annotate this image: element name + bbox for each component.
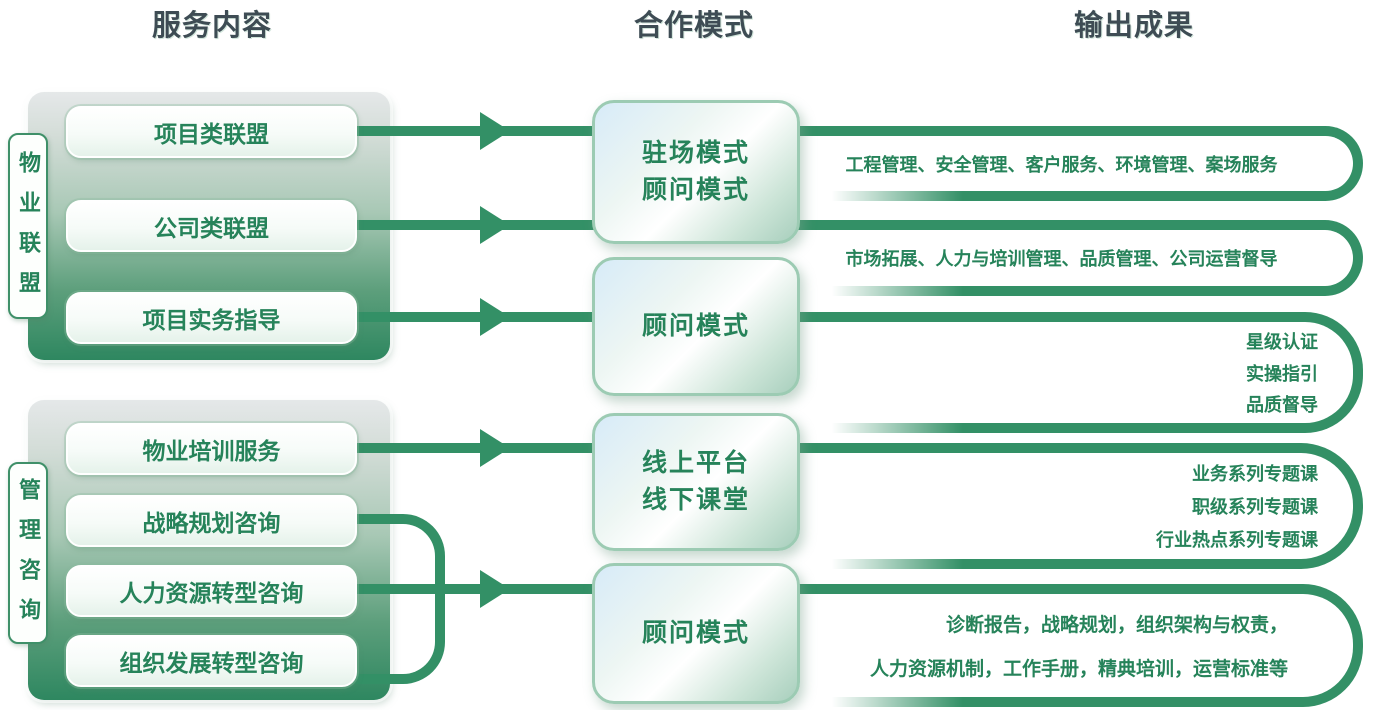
output-line: 职级系列专题课	[1192, 497, 1318, 517]
output-line: 实操指引	[1246, 363, 1318, 384]
line-fade	[788, 557, 963, 571]
output-text: 市场拓展、人力与培训管理、品质管理、公司运营督导	[790, 230, 1353, 286]
output-text: 工程管理、安全管理、客户服务、环境管理、案场服务	[790, 136, 1353, 191]
output-text: 诊断报告，战略规划，组织架构与权责， 人力资源机制，工作手册，精典培训，运营标准…	[790, 594, 1353, 697]
mode-box-advisor-1: 顾问模式	[592, 257, 800, 396]
output-text: 星级认证 实操指引 品质督导	[790, 322, 1353, 423]
mode-line: 驻场模式	[641, 139, 750, 167]
service-item-org-development: 组织发展转型咨询	[66, 635, 357, 687]
group-label-text: 物业联盟	[16, 150, 41, 311]
column-header-service: 服务内容	[151, 10, 272, 42]
connector-line	[350, 443, 600, 453]
group-label-management-consulting: 管理咨询	[8, 462, 48, 644]
group-label-text: 管理咨询	[16, 477, 41, 638]
mode-line: 线上平台	[641, 449, 750, 477]
output-bracket-4: 业务系列专题课 职级系列专题课 行业热点系列专题课	[790, 443, 1363, 569]
output-bracket-1: 工程管理、安全管理、客户服务、环境管理、案场服务	[790, 126, 1363, 201]
arrow-right-icon	[480, 112, 510, 150]
service-item-project-practice-guidance: 项目实务指导	[66, 292, 357, 344]
output-line: 市场拓展、人力与培训管理、品质管理、公司运营督导	[845, 249, 1278, 269]
output-line: 业务系列专题课	[1192, 464, 1318, 484]
merge-bracket	[350, 514, 445, 684]
output-line: 人力资源机制，工作手册，精典培训，运营标准等	[869, 658, 1288, 680]
mode-box-onsite-advisor: 驻场模式 顾问模式	[592, 100, 800, 244]
service-item-property-training: 物业培训服务	[66, 423, 357, 475]
output-bracket-5: 诊断报告，战略规划，组织架构与权责， 人力资源机制，工作手册，精典培训，运营标准…	[790, 584, 1363, 707]
line-fade	[788, 284, 963, 298]
line-fade	[788, 189, 963, 203]
mode-line: 顾问模式	[641, 312, 750, 340]
arrow-right-icon	[480, 429, 510, 467]
group-label-property-alliance: 物业联盟	[8, 133, 48, 319]
connector-line	[350, 584, 600, 594]
mode-line: 顾问模式	[641, 176, 750, 204]
output-line: 诊断报告，战略规划，组织架构与权责，	[945, 615, 1288, 637]
output-line: 品质督导	[1246, 395, 1318, 416]
output-line: 工程管理、安全管理、客户服务、环境管理、案场服务	[845, 154, 1278, 175]
mode-line: 线下课堂	[641, 486, 750, 514]
output-bracket-2: 市场拓展、人力与培训管理、品质管理、公司运营督导	[790, 220, 1363, 296]
column-header-mode: 合作模式	[633, 10, 754, 42]
service-item-project-alliance: 项目类联盟	[66, 106, 357, 158]
arrow-right-icon	[480, 206, 510, 244]
arrow-right-icon	[480, 298, 510, 336]
line-fade	[788, 695, 963, 709]
service-item-strategy-planning: 战略规划咨询	[66, 495, 357, 547]
arrow-right-icon	[480, 570, 510, 608]
output-text: 业务系列专题课 职级系列专题课 行业热点系列专题课	[790, 453, 1353, 559]
mode-box-advisor-2: 顾问模式	[592, 563, 800, 704]
service-item-hr-transformation: 人力资源转型咨询	[66, 565, 357, 617]
service-item-company-alliance: 公司类联盟	[66, 200, 357, 252]
line-fade	[788, 421, 963, 435]
output-bracket-3: 星级认证 实操指引 品质督导	[790, 312, 1363, 433]
output-line: 星级认证	[1246, 331, 1318, 352]
connector-line	[350, 220, 600, 230]
output-line: 行业热点系列专题课	[1156, 530, 1318, 550]
mode-line: 顾问模式	[641, 619, 750, 647]
connector-line	[350, 126, 600, 136]
column-header-output: 输出成果	[1073, 10, 1194, 42]
mode-box-online-offline: 线上平台 线下课堂	[592, 413, 800, 551]
connector-line	[350, 312, 600, 322]
